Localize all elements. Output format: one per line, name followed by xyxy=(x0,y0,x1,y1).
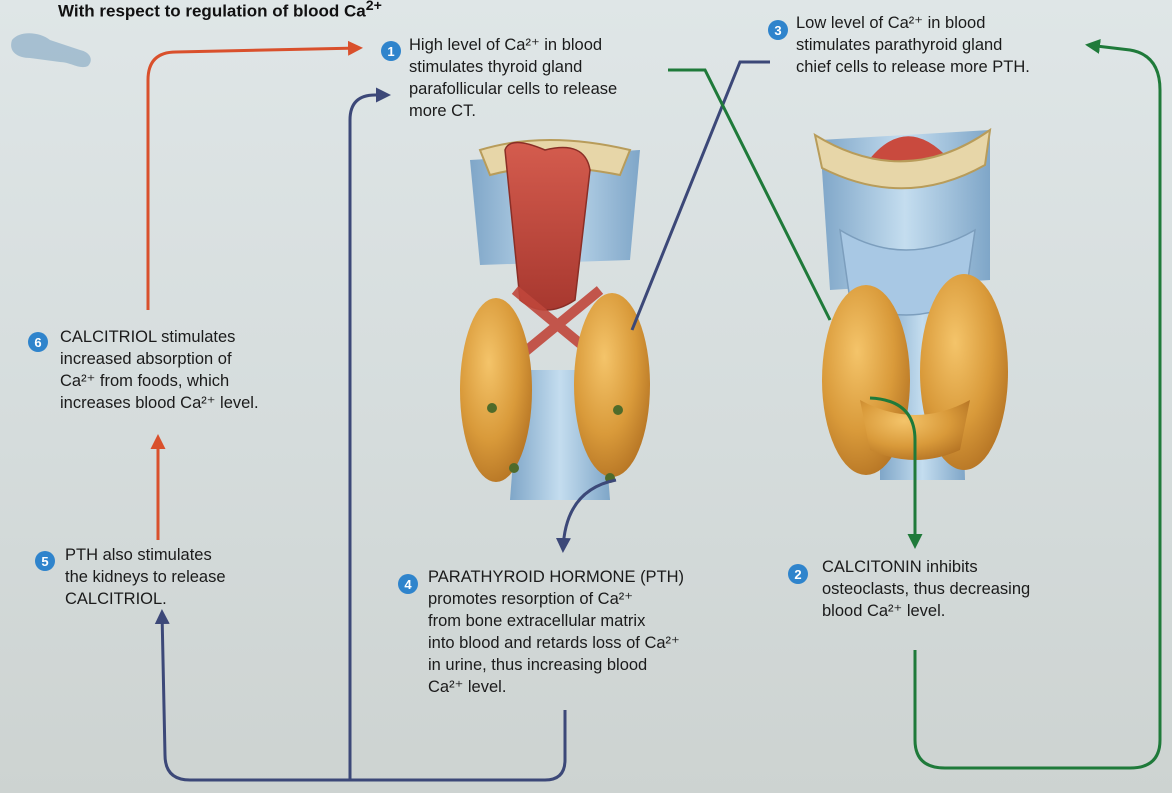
note-line: CALCITRIOL stimulates xyxy=(60,326,259,348)
thyroid-posterior-illustration xyxy=(460,140,650,500)
note-line: stimulates thyroid gland xyxy=(409,56,617,78)
note-line: CALCITRIOL. xyxy=(65,588,226,610)
navy-line-step3-to-parathyroid xyxy=(632,62,770,330)
thyroid-anterior-illustration xyxy=(815,130,1008,480)
step-badge: 6 xyxy=(28,332,48,352)
note-line: the kidneys to release xyxy=(65,566,226,588)
note-line: High level of Ca²⁺ in blood xyxy=(409,34,617,56)
step-4-note: PARATHYROID HORMONE (PTH) promotes resor… xyxy=(428,566,684,698)
note-line: in urine, thus increasing blood xyxy=(428,654,684,676)
page-title: With respect to regulation of blood Ca2+ xyxy=(58,0,382,22)
note-line: promotes resorption of Ca²⁺ xyxy=(428,588,684,610)
note-line: PARATHYROID HORMONE (PTH) xyxy=(428,566,684,588)
step-1-note: High level of Ca²⁺ in blood stimulates t… xyxy=(409,34,617,122)
note-line: chief cells to release more PTH. xyxy=(796,56,1030,78)
red-arrow-top-loop xyxy=(148,48,360,310)
note-line: Ca²⁺ from foods, which xyxy=(60,370,259,392)
note-line: parafollicular cells to release xyxy=(409,78,617,100)
step-6-note: CALCITRIOL stimulates increased absorpti… xyxy=(60,326,259,414)
note-line: blood Ca²⁺ level. xyxy=(822,600,1030,622)
bone-icon xyxy=(11,33,91,67)
step-badge: 1 xyxy=(381,41,401,61)
step-badge: 3 xyxy=(768,20,788,40)
note-line: more CT. xyxy=(409,100,617,122)
note-line: increases blood Ca²⁺ level. xyxy=(60,392,259,414)
step-5-note: PTH also stimulates the kidneys to relea… xyxy=(65,544,226,610)
note-line: stimulates parathyroid gland xyxy=(796,34,1030,56)
navy-arrow-to-step1 xyxy=(350,95,388,780)
step-2-note: CALCITONIN inhibits osteoclasts, thus de… xyxy=(822,556,1030,622)
step-badge: 5 xyxy=(35,551,55,571)
note-line: from bone extracellular matrix xyxy=(428,610,684,632)
step-3-note: Low level of Ca²⁺ in blood stimulates pa… xyxy=(796,12,1030,78)
step-badge: 2 xyxy=(788,564,808,584)
step-badge: 4 xyxy=(398,574,418,594)
note-line: CALCITONIN inhibits xyxy=(822,556,1030,578)
note-line: into blood and retards loss of Ca²⁺ xyxy=(428,632,684,654)
note-line: PTH also stimulates xyxy=(65,544,226,566)
note-line: Low level of Ca²⁺ in blood xyxy=(796,12,1030,34)
note-line: Ca²⁺ level. xyxy=(428,676,684,698)
note-line: osteoclasts, thus decreasing xyxy=(822,578,1030,600)
green-line-step1-to-thyroid xyxy=(668,70,830,320)
note-line: increased absorption of xyxy=(60,348,259,370)
